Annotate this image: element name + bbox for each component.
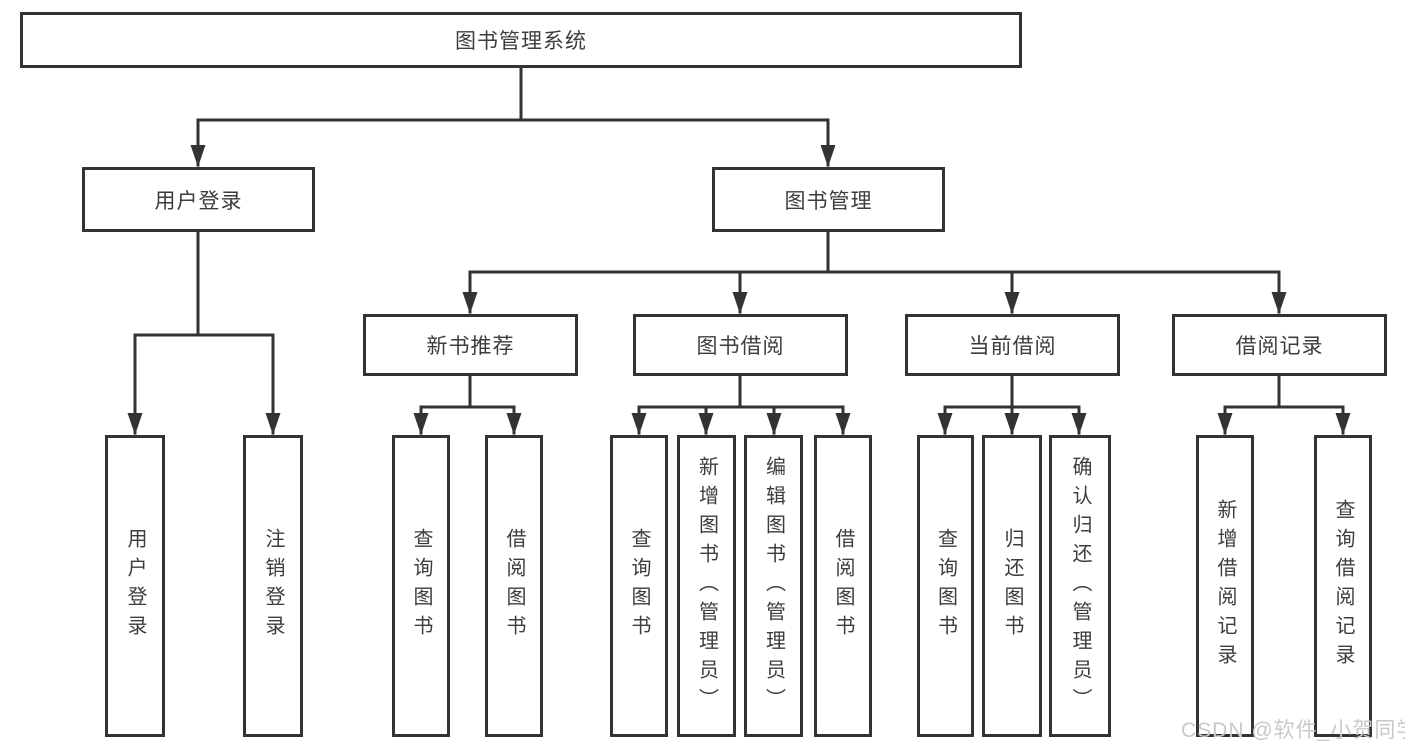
node-root: 图书管理系统 xyxy=(20,12,1022,68)
node-query-borrow-record: 查询借阅记录 xyxy=(1314,435,1372,737)
node-query-books-2: 查询图书 xyxy=(610,435,668,737)
node-confirm-return-admin: 确认归还（管理员） xyxy=(1049,435,1111,737)
node-return-books-label: 归还图书 xyxy=(1001,528,1023,644)
node-current-borrowing: 当前借阅 xyxy=(905,314,1120,376)
node-query-books-1-label: 查询图书 xyxy=(410,528,432,644)
node-user-login-label: 用户登录 xyxy=(154,189,243,213)
node-query-books-3: 查询图书 xyxy=(917,435,974,737)
node-new-book-recommend: 新书推荐 xyxy=(363,314,578,376)
node-user-login-leaf: 用户登录 xyxy=(105,435,165,737)
node-root-label: 图书管理系统 xyxy=(455,30,587,53)
node-new-book-recommend-label: 新书推荐 xyxy=(426,335,515,358)
node-user-login-leaf-label: 用户登录 xyxy=(124,528,146,644)
node-borrow-books-2: 借阅图书 xyxy=(814,435,872,737)
node-borrow-records-label: 借阅记录 xyxy=(1235,335,1324,358)
node-confirm-return-admin-label: 确认归还（管理员） xyxy=(1069,455,1091,717)
node-borrow-records: 借阅记录 xyxy=(1172,314,1387,376)
node-user-login: 用户登录 xyxy=(82,167,315,232)
node-query-borrow-record-label: 查询借阅记录 xyxy=(1332,499,1354,673)
node-book-borrowing: 图书借阅 xyxy=(633,314,848,376)
node-book-management: 图书管理 xyxy=(712,167,945,232)
node-return-books: 归还图书 xyxy=(982,435,1042,737)
node-query-books-3-label: 查询图书 xyxy=(934,528,957,644)
node-add-borrow-record-label: 新增借阅记录 xyxy=(1214,499,1236,673)
node-logout: 注销登录 xyxy=(243,435,303,737)
node-borrow-books-1-label: 借阅图书 xyxy=(503,528,525,644)
node-add-books-admin: 新增图书（管理员） xyxy=(677,435,736,737)
node-borrow-books-1: 借阅图书 xyxy=(485,435,543,737)
node-add-borrow-record: 新增借阅记录 xyxy=(1196,435,1254,737)
node-edit-books-admin-label: 编辑图书（管理员） xyxy=(762,455,785,717)
node-current-borrowing-label: 当前借阅 xyxy=(968,335,1057,358)
node-book-borrowing-label: 图书借阅 xyxy=(696,335,785,358)
node-borrow-books-2-label: 借阅图书 xyxy=(832,528,854,644)
node-edit-books-admin: 编辑图书（管理员） xyxy=(744,435,803,737)
node-query-books-1: 查询图书 xyxy=(392,435,450,737)
node-add-books-admin-label: 新增图书（管理员） xyxy=(695,455,718,717)
csdn-watermark: CSDN @软件_小贺同学 xyxy=(1181,719,1405,742)
node-book-management-label: 图书管理 xyxy=(784,189,873,213)
node-logout-label: 注销登录 xyxy=(262,528,284,644)
node-query-books-2-label: 查询图书 xyxy=(628,528,650,644)
